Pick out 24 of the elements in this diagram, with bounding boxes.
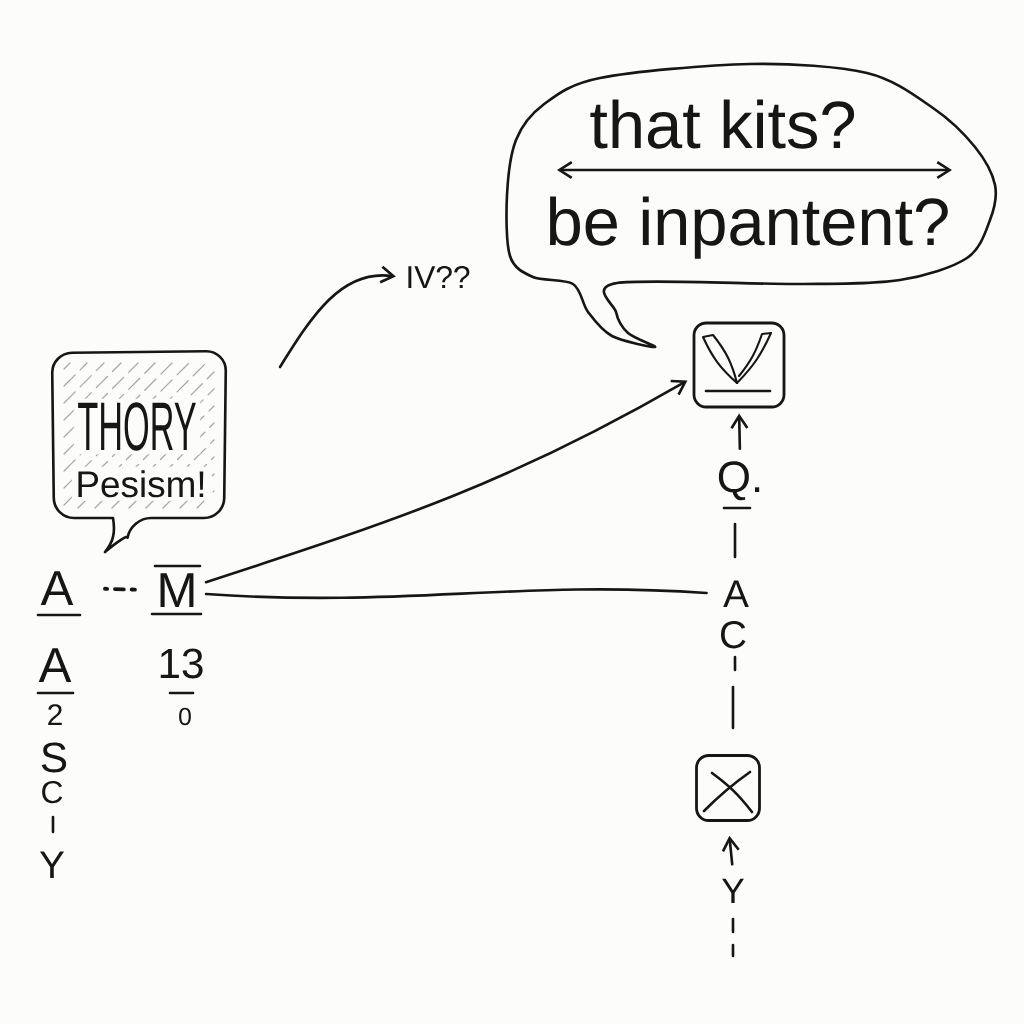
number-label: 13: [160, 648, 203, 679]
text-label: IV??: [408, 265, 470, 288]
letter-label: S: [41, 742, 67, 773]
letter-label: A: [40, 571, 74, 605]
letter-label: C: [721, 621, 746, 649]
arrow: [730, 413, 749, 451]
letter-label: M: [160, 573, 194, 607]
arrow: [721, 835, 740, 866]
arrow: [204, 379, 688, 584]
digit-label: 0: [179, 707, 191, 726]
letter-label: C: [42, 780, 63, 804]
bubble-text: that kits?: [585, 96, 861, 153]
bubble-text: Pesism!: [71, 466, 211, 501]
letter-label: Q.: [718, 461, 760, 501]
letter-label: A: [38, 648, 72, 682]
arrow: [278, 265, 396, 369]
letter-label: A: [723, 580, 749, 607]
letter-label: Y: [39, 851, 65, 878]
bubble-text: be inpantent?: [542, 193, 954, 263]
digit-label: 2: [48, 704, 62, 725]
letter-label: Y: [722, 878, 744, 903]
dotted-line: [103, 586, 137, 592]
line: [204, 588, 708, 600]
bubble-text: THORY: [73, 398, 201, 455]
